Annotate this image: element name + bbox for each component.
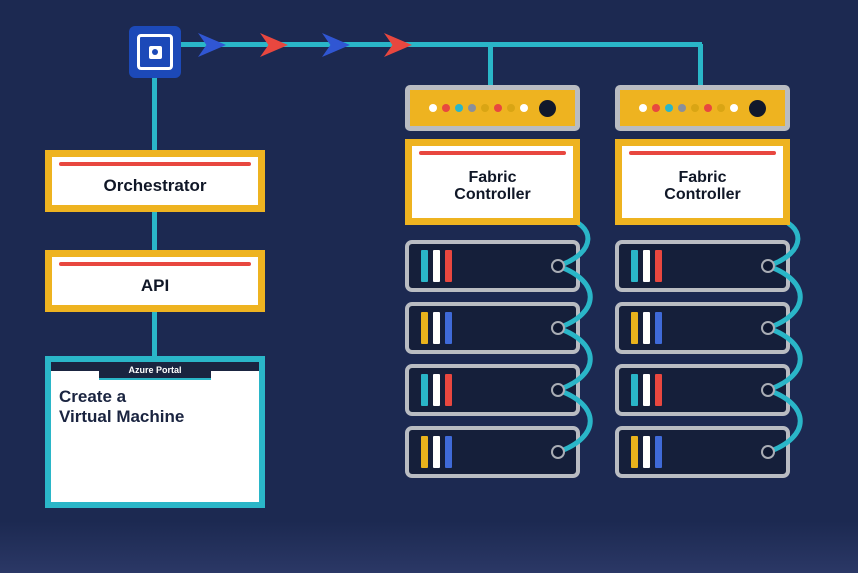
drive-bar [433, 250, 440, 282]
fabric-controller-label: Fabric Controller [664, 168, 741, 203]
drive-bar [433, 374, 440, 406]
portal-tab-label: Azure Portal [128, 365, 182, 375]
cpu-chip-inner [137, 34, 173, 70]
drive-bar [643, 436, 650, 468]
drive-bar [655, 436, 662, 468]
server-unit [615, 364, 790, 416]
accent-bar [59, 262, 251, 266]
network-port [551, 259, 565, 273]
led-dot [678, 104, 686, 112]
drive-bar [445, 436, 452, 468]
drive-bar [643, 312, 650, 344]
orchestrator-box: Orchestrator [45, 150, 265, 212]
server-unit [615, 240, 790, 292]
azure-portal-window: Azure Portal Create a Virtual Machine [45, 356, 265, 508]
rack-top-panel [615, 85, 790, 131]
server-unit [615, 302, 790, 354]
drive-bar [421, 250, 428, 282]
led-dot [639, 104, 647, 112]
led-dot [429, 104, 437, 112]
server-rack-1: Fabric Controller [405, 85, 593, 485]
accent-bar [629, 151, 776, 155]
fabric-controller-box: Fabric Controller [405, 139, 580, 225]
cpu-chip-core [148, 45, 162, 59]
portal-request-text: Create a Virtual Machine [59, 387, 184, 426]
drive-bar [643, 374, 650, 406]
api-label: API [140, 275, 170, 295]
fabric-controller-label: Fabric Controller [454, 168, 531, 203]
drive-bar [631, 250, 638, 282]
left-connector-line [152, 76, 157, 360]
led-dot [704, 104, 712, 112]
server-rack-2: Fabric Controller [615, 85, 803, 485]
server-unit [405, 302, 580, 354]
server-unit [615, 426, 790, 478]
drive-bar [631, 312, 638, 344]
led-dot [442, 104, 450, 112]
led-dot [652, 104, 660, 112]
led-dot [507, 104, 515, 112]
drive-bar [433, 312, 440, 344]
server-unit [405, 240, 580, 292]
led-dot [520, 104, 528, 112]
led-dot [481, 104, 489, 112]
rack2-drop-line [698, 44, 703, 88]
accent-bar [59, 162, 251, 166]
led-dot [717, 104, 725, 112]
network-port [761, 383, 775, 397]
network-port [551, 445, 565, 459]
portal-request-line2: Virtual Machine [59, 406, 185, 426]
drive-bar [445, 374, 452, 406]
drive-bar [655, 374, 662, 406]
server-unit [405, 364, 580, 416]
led-dot [455, 104, 463, 112]
power-button-icon [749, 99, 766, 117]
network-port [551, 383, 565, 397]
drive-bar [643, 250, 650, 282]
portal-tab: Azure Portal [99, 362, 211, 380]
orchestrator-label: Orchestrator [103, 175, 207, 195]
led-dot [730, 104, 738, 112]
drive-bar [445, 250, 452, 282]
drive-bar [421, 374, 428, 406]
drive-bar [631, 374, 638, 406]
drive-bar [421, 312, 428, 344]
network-cables [555, 214, 593, 455]
server-unit [405, 426, 580, 478]
top-bus-line [178, 42, 702, 47]
led-dot [665, 104, 673, 112]
api-box: API [45, 250, 265, 312]
drive-bar [631, 436, 638, 468]
rack1-drop-line [488, 44, 493, 88]
drive-bar [433, 436, 440, 468]
drive-bar [445, 312, 452, 344]
network-port [551, 321, 565, 335]
led-dot [468, 104, 476, 112]
drive-bar [655, 250, 662, 282]
cpu-chip-dot [152, 49, 158, 55]
fabric-controller-box: Fabric Controller [615, 139, 790, 225]
drive-bar [421, 436, 428, 468]
network-port [761, 321, 775, 335]
drive-bar [655, 312, 662, 344]
cpu-chip-icon [129, 26, 181, 78]
led-dot [691, 104, 699, 112]
accent-bar [419, 151, 566, 155]
led-dot [494, 104, 502, 112]
portal-request-line1: Create a [59, 387, 127, 406]
rack-top-panel [405, 85, 580, 131]
network-port [761, 445, 775, 459]
power-button-icon [539, 99, 556, 117]
network-port [761, 259, 775, 273]
